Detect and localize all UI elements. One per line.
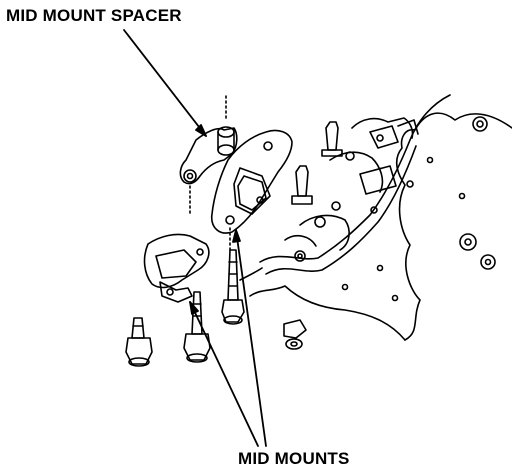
frame-holes	[294, 116, 496, 302]
frame-bracket	[359, 119, 419, 195]
long-bolt	[221, 249, 245, 325]
lower-bolt	[183, 291, 211, 363]
nuts	[283, 319, 307, 350]
mid-mount-plate	[210, 129, 293, 251]
mid-mount-spacer-label: MID MOUNT SPACER	[6, 6, 182, 25]
mid-mount-spacer	[179, 95, 238, 215]
mid-mounts-label: MID MOUNTS	[238, 449, 350, 468]
stud-bolts	[291, 121, 343, 205]
left-bolt	[125, 317, 153, 367]
leader-lines	[123, 29, 267, 447]
lower-mid-mount	[143, 233, 210, 303]
